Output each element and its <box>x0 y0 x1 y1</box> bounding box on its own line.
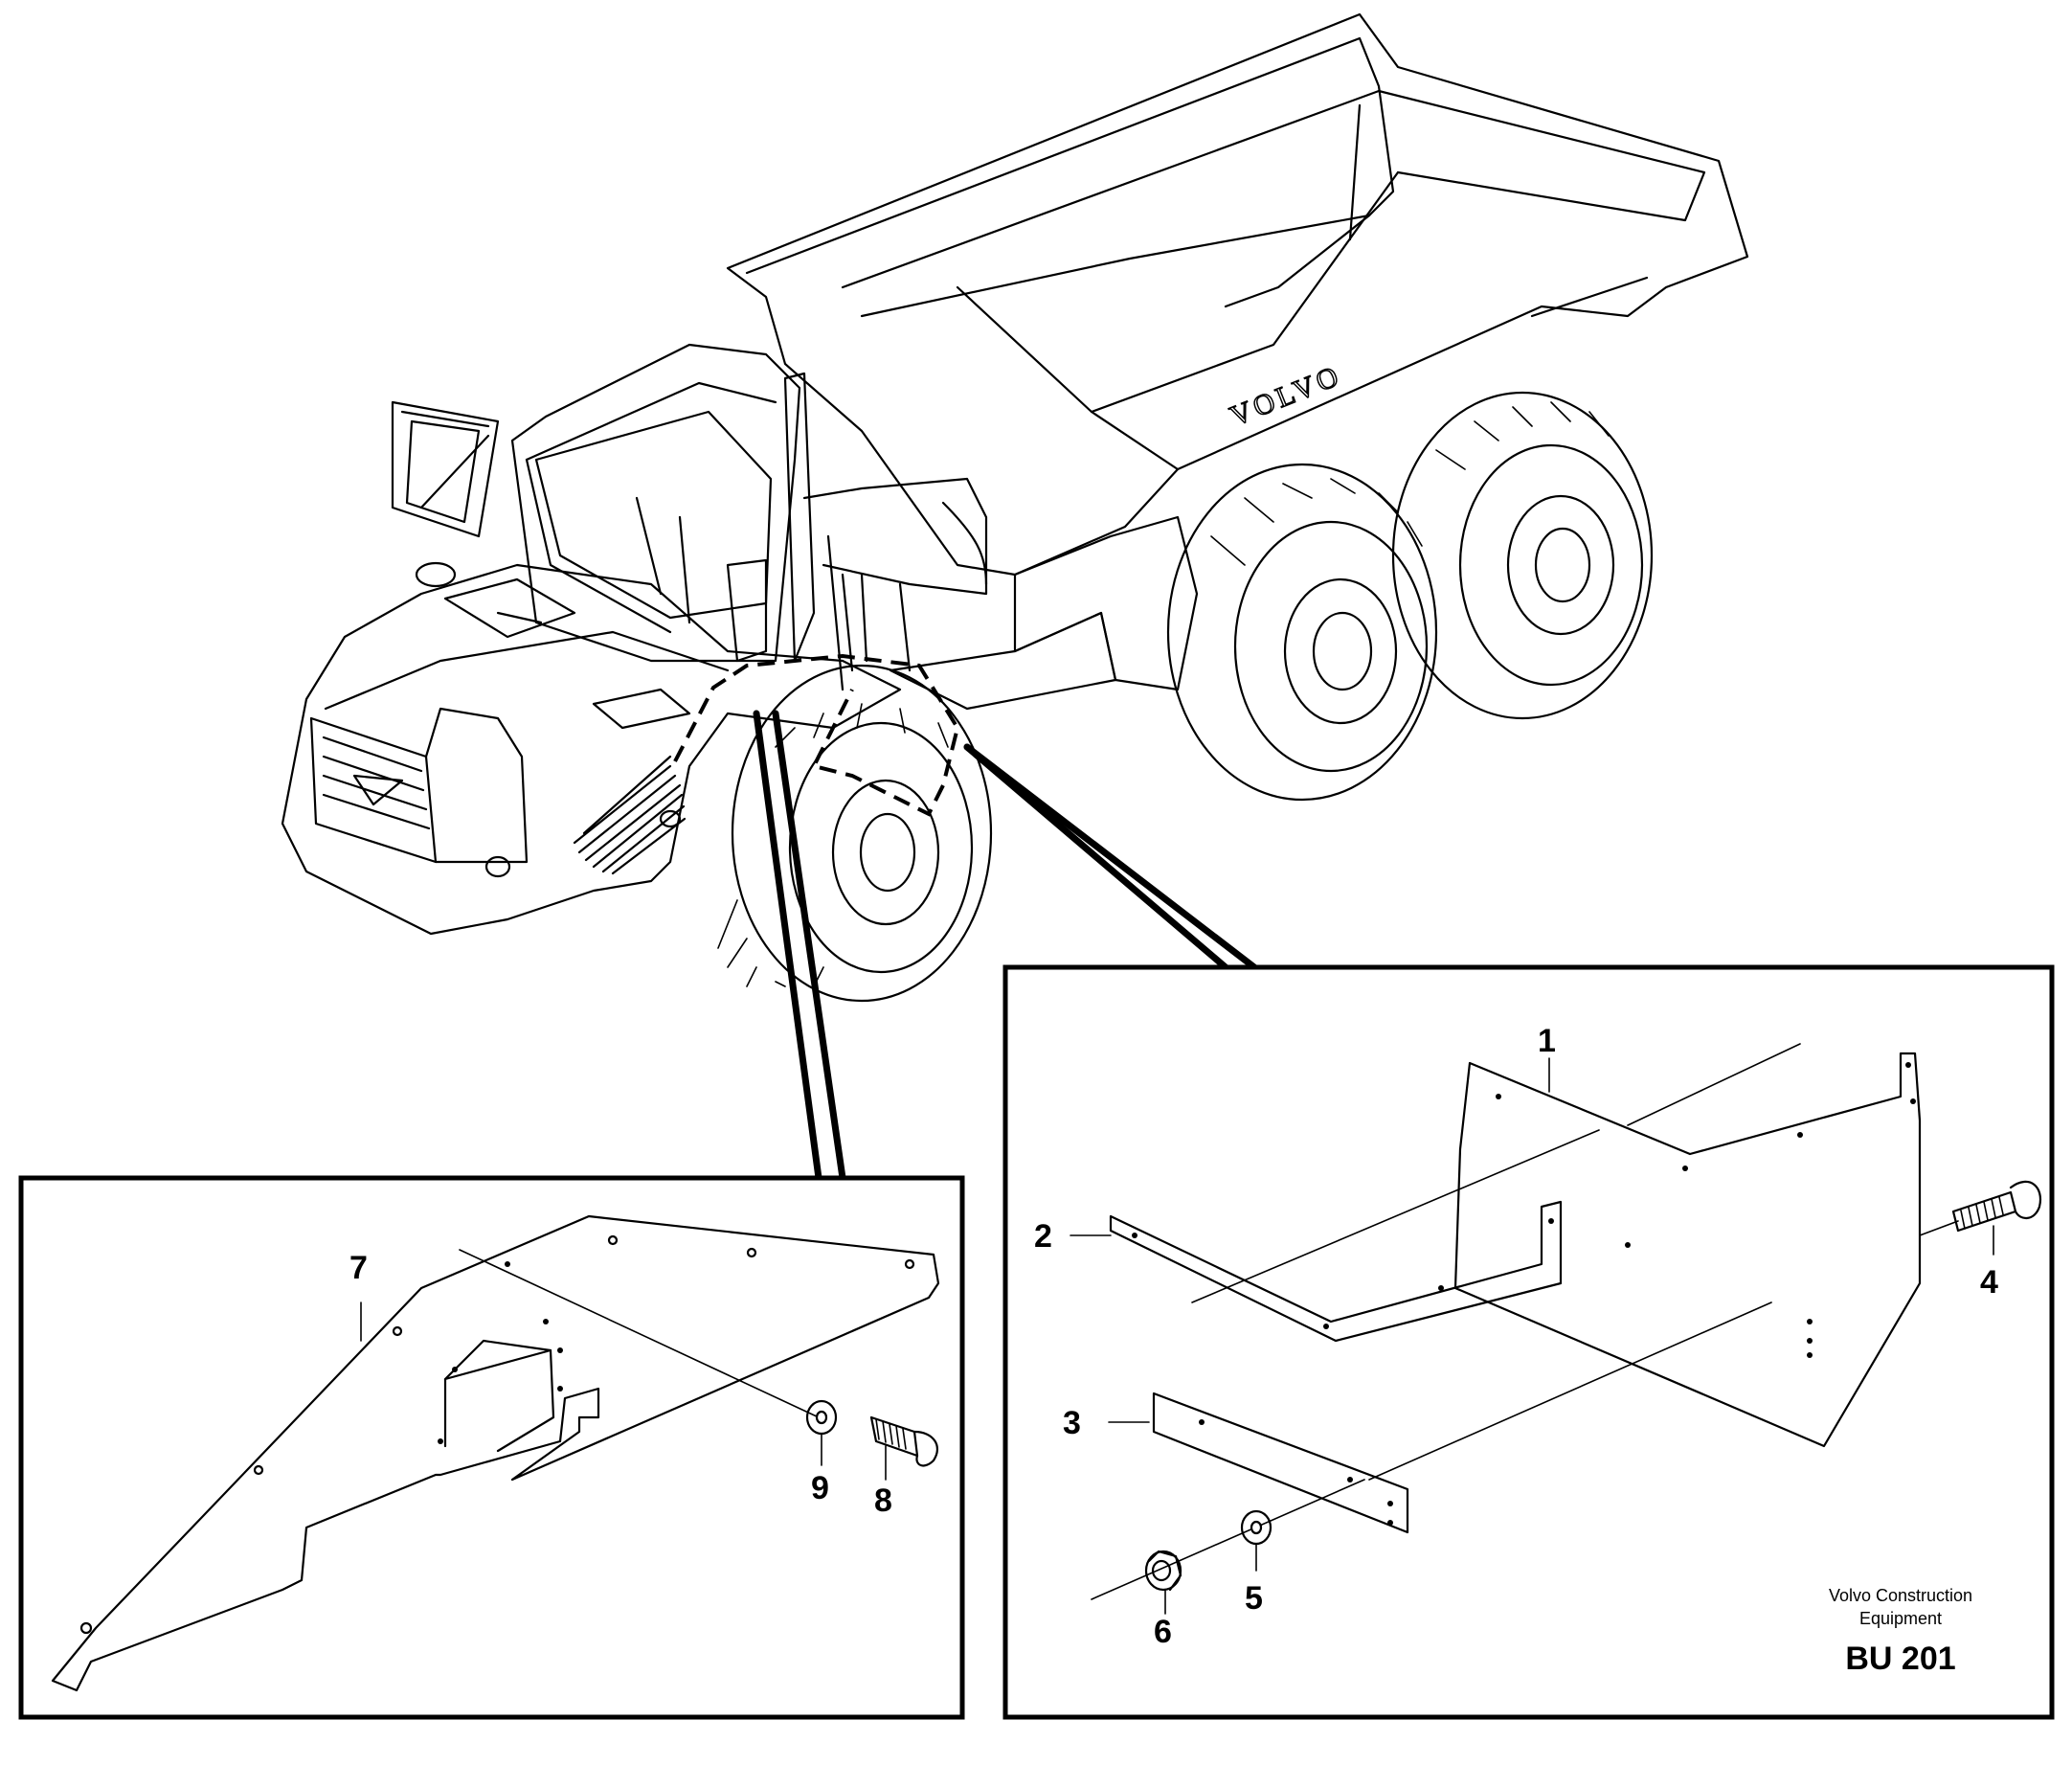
dump-body: VOLVO <box>726 12 1749 577</box>
front-wheel <box>717 664 993 1003</box>
detail-left-frame <box>18 1175 965 1720</box>
company-name-line1: Volvo Construction <box>1829 1586 1972 1605</box>
nut-6 <box>1144 1550 1182 1592</box>
mudguard-highlight <box>673 653 960 817</box>
panel-holes <box>79 1234 915 1635</box>
company-name-line2: Equipment <box>1859 1609 1942 1628</box>
callout-4: 4 <box>1980 1264 1998 1301</box>
mudguard-panel-7 <box>51 1214 940 1692</box>
detail-right: 1 2 3 4 5 6 Volvo Construction Equipment… <box>1002 964 2055 1720</box>
callout-1: 1 <box>1538 1023 1556 1059</box>
callout-3: 3 <box>1063 1405 1081 1441</box>
rear-wheel-2 <box>1391 391 1654 720</box>
strip-3 <box>1152 1392 1409 1534</box>
rear-wheel-1 <box>1166 463 1438 802</box>
bolt-4 <box>1951 1180 2042 1233</box>
bracket-2 <box>1109 1200 1563 1343</box>
plate-1 <box>1453 1052 1922 1448</box>
callout-8: 8 <box>874 1482 892 1519</box>
callout-6: 6 <box>1154 1614 1172 1650</box>
plate-1-holes <box>1496 1062 1916 1358</box>
engine-hood <box>281 561 902 936</box>
callout-9: 9 <box>811 1470 829 1506</box>
detail-right-frame <box>1002 964 2055 1720</box>
callout-7: 7 <box>349 1250 368 1286</box>
callout-2: 2 <box>1034 1218 1052 1255</box>
callout-5: 5 <box>1245 1580 1263 1617</box>
detail-left: 7 9 8 <box>18 1175 965 1720</box>
illustration-code: BU 201 <box>1845 1641 1955 1677</box>
cab <box>391 343 801 663</box>
bolt-8 <box>869 1415 938 1467</box>
